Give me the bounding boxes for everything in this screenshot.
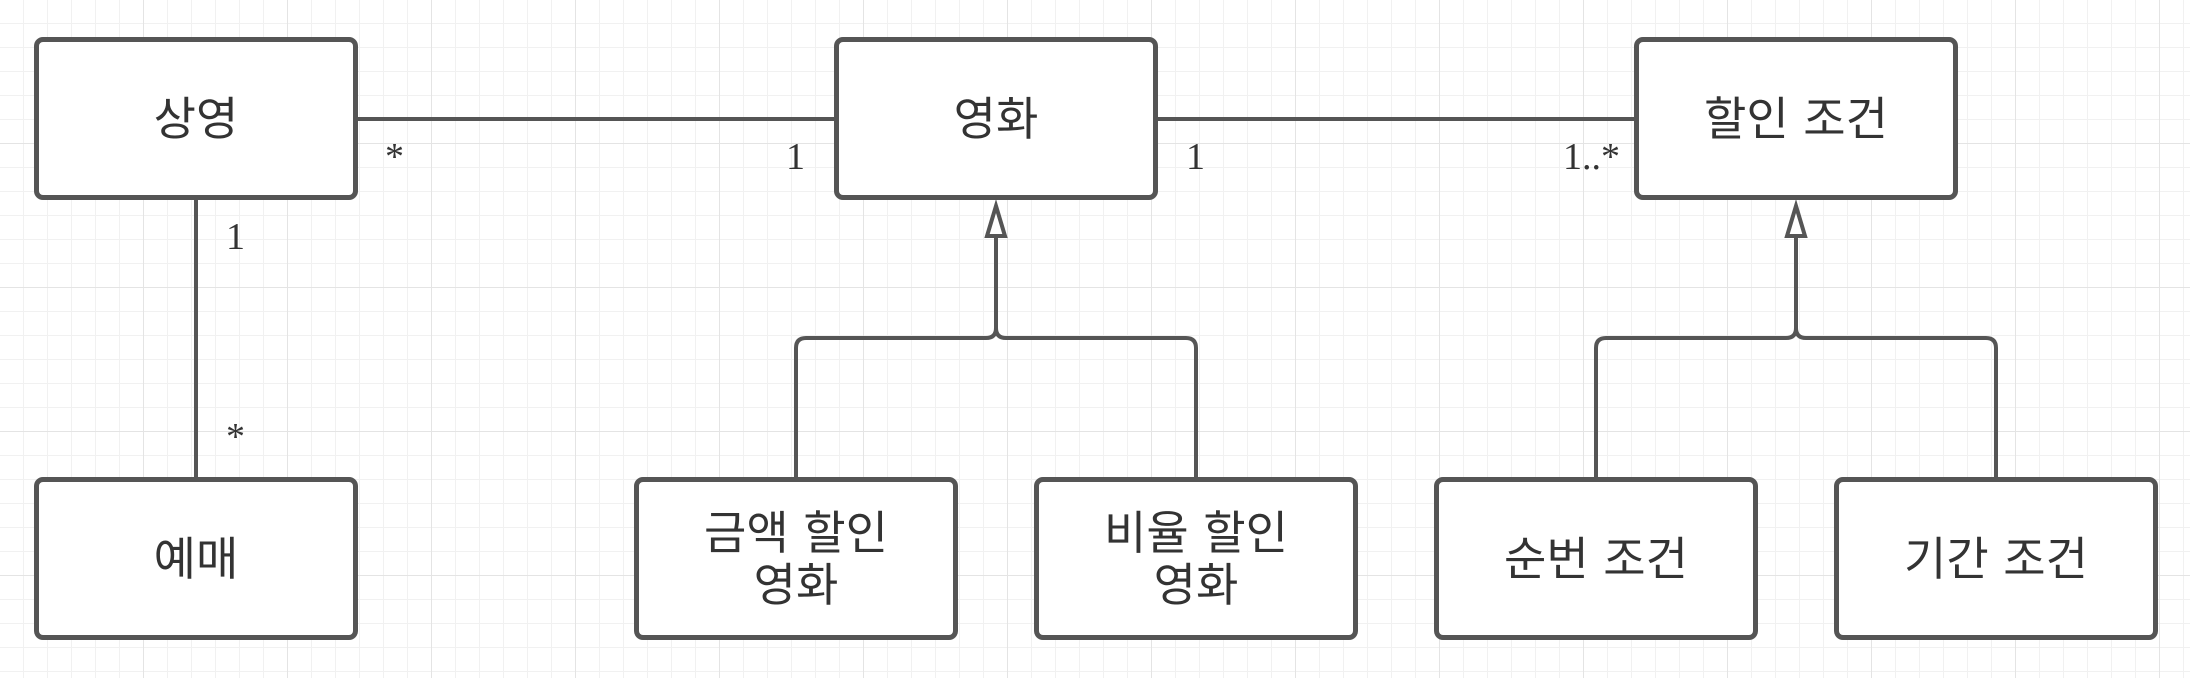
- class-movie[interactable]: 영화: [834, 37, 1158, 200]
- class-period-condition[interactable]: 기간 조건: [1834, 477, 2158, 640]
- multiplicity-screening-movie-target: 1: [786, 136, 805, 178]
- class-amount-discount-movie[interactable]: 금액 할인 영화: [634, 477, 958, 640]
- multiplicity-screening-reservation-target: *: [226, 416, 245, 458]
- multiplicity-screening-reservation-source: 1: [226, 216, 245, 258]
- generalization-percent-discount-movie[interactable]: [994, 327, 1198, 478]
- generalization-amount-discount-movie[interactable]: [794, 236, 998, 478]
- generalization-period-condition[interactable]: [1794, 327, 1998, 478]
- class-screening[interactable]: 상영: [34, 37, 358, 200]
- class-reservation[interactable]: 예매: [34, 477, 358, 640]
- generalization-sequence-condition[interactable]: [1594, 236, 1798, 478]
- generalization-arrowhead-condition: [1784, 199, 1808, 238]
- multiplicity-movie-condition-target: 1..*: [1563, 136, 1620, 178]
- class-discount-condition[interactable]: 할인 조건: [1634, 37, 1958, 200]
- multiplicity-screening-movie-source: *: [385, 136, 404, 178]
- multiplicity-movie-condition-source: 1: [1186, 136, 1205, 178]
- class-sequence-condition[interactable]: 순번 조건: [1434, 477, 1758, 640]
- generalization-arrowhead-movie: [984, 199, 1008, 238]
- class-percent-discount-movie[interactable]: 비율 할인 영화: [1034, 477, 1358, 640]
